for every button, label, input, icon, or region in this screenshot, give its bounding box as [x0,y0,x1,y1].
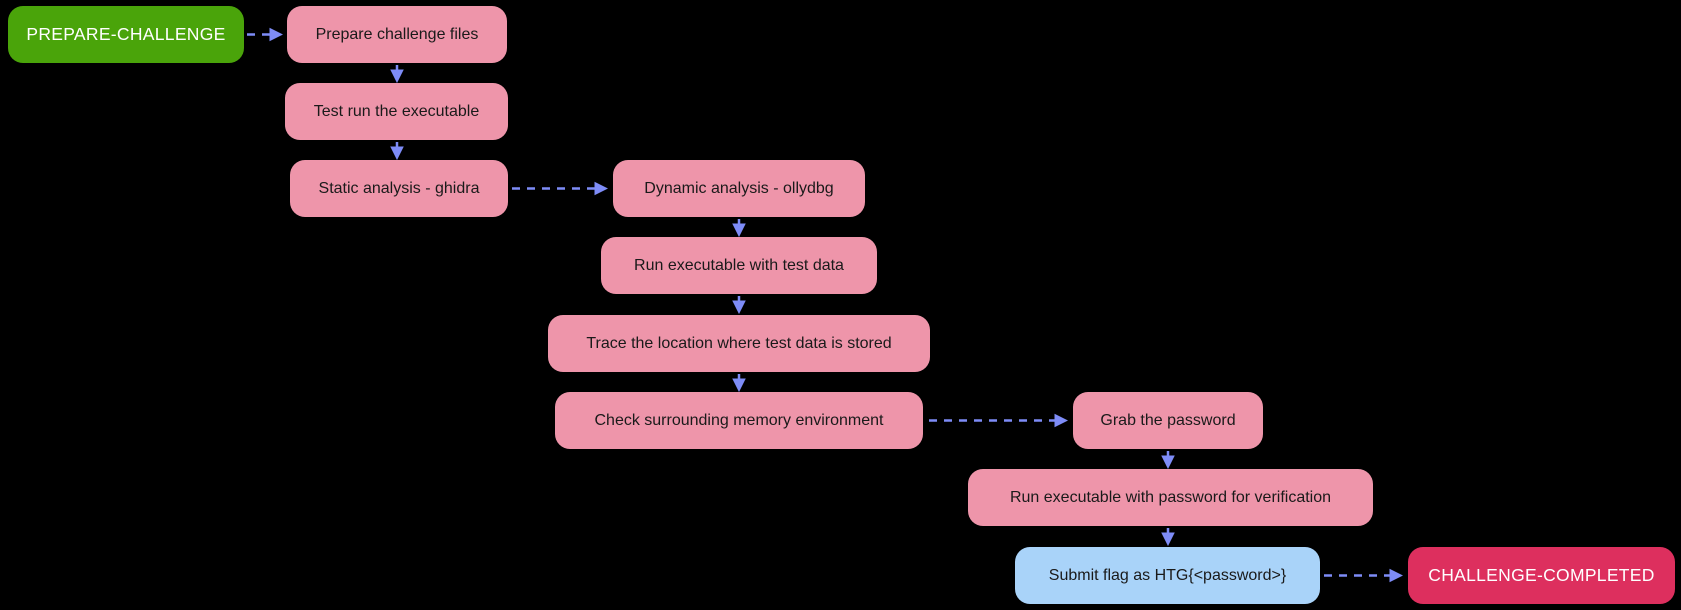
node-run-executable-password-label: Run executable with password for verific… [1009,488,1332,506]
node-grab-password-label: Grab the password [1100,411,1236,429]
node-trace-test-data-location-label: Trace the location where test data is st… [586,334,892,352]
node-challenge-completed: CHALLENGE-COMPLETED [1408,547,1675,604]
node-test-run-executable: Test run the executable [285,83,508,140]
node-prepare-challenge-files: Prepare challenge files [287,6,507,63]
node-static-analysis-ghidra-label: Static analysis - ghidra [318,179,480,197]
node-prepare-challenge-files-label: Prepare challenge files [315,25,479,43]
node-submit-flag: Submit flag as HTG{<password>} [1015,547,1320,604]
node-run-executable-test-data-label: Run executable with test data [634,256,844,274]
node-prepare-challenge-label: PREPARE-CHALLENGE [26,24,226,44]
node-submit-flag-label: Submit flag as HTG{<password>} [1048,566,1287,584]
node-test-run-executable-label: Test run the executable [313,102,480,120]
node-static-analysis-ghidra: Static analysis - ghidra [290,160,508,217]
node-check-memory-environment: Check surrounding memory environment [555,392,923,449]
node-trace-test-data-location: Trace the location where test data is st… [548,315,930,372]
node-challenge-completed-label: CHALLENGE-COMPLETED [1428,565,1655,585]
node-grab-password: Grab the password [1073,392,1263,449]
node-prepare-challenge: PREPARE-CHALLENGE [8,6,244,63]
node-dynamic-analysis-ollydbg-label: Dynamic analysis - ollydbg [644,179,834,197]
node-dynamic-analysis-ollydbg: Dynamic analysis - ollydbg [613,160,865,217]
node-check-memory-environment-label: Check surrounding memory environment [594,411,884,429]
node-run-executable-password: Run executable with password for verific… [968,469,1373,526]
node-run-executable-test-data: Run executable with test data [601,237,877,294]
